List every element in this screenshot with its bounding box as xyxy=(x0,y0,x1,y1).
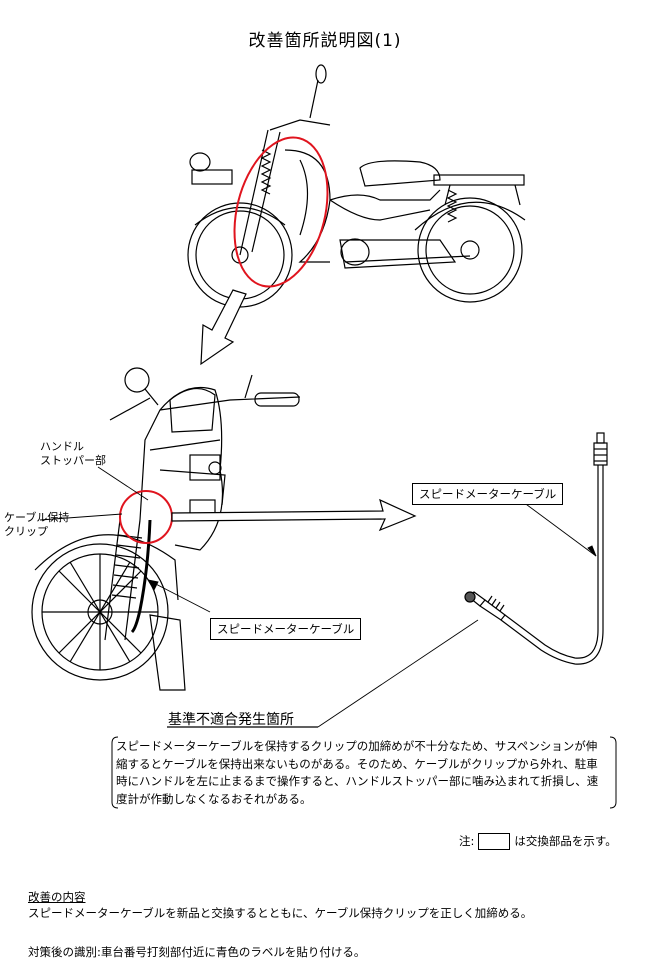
front-closeup xyxy=(31,367,301,691)
note-suffix: は交換部品を示す。 xyxy=(514,834,617,848)
cable-leader-lines xyxy=(317,495,597,728)
improvement-text: スピードメーターケーブルを新品と交換するとともに、ケーブル保持クリップを正しく加… xyxy=(28,906,533,920)
improvement-heading: 改善の内容 xyxy=(28,890,86,904)
defect-description: スピードメーターケーブルを保持するクリップの加締めが不十分なため、サスペンション… xyxy=(116,739,599,806)
description-bracket xyxy=(111,736,617,809)
label-speedometer-cable-lower: スピードメーターケーブル xyxy=(210,618,362,640)
label-speedometer-cable-right: スピードメーターケーブル xyxy=(412,483,564,505)
motorcycle-side-view xyxy=(187,64,526,308)
pointer-arrow-down xyxy=(200,289,247,366)
note-prefix: 注: xyxy=(459,834,475,848)
highlight-circle-top xyxy=(233,136,329,288)
speedometer-cable-part xyxy=(464,432,608,665)
leader-lines xyxy=(39,466,211,613)
note: 注: は交換部品を示す。 xyxy=(459,833,617,850)
label-handle-stopper: ハンドル ストッパー部 xyxy=(40,440,106,467)
identification-text: 対策後の識別:車台番号打刻部付近に青色のラベルを貼り付ける。 xyxy=(28,945,366,959)
defect-heading: 基準不適合発生箇所 xyxy=(168,712,294,728)
pointer-arrow-right xyxy=(171,498,417,532)
label-cable-clip: ケーブル保持 クリップ xyxy=(4,511,70,538)
page-title: 改善箇所説明図(1) xyxy=(248,31,402,51)
replacement-part-legend-box xyxy=(478,833,511,850)
